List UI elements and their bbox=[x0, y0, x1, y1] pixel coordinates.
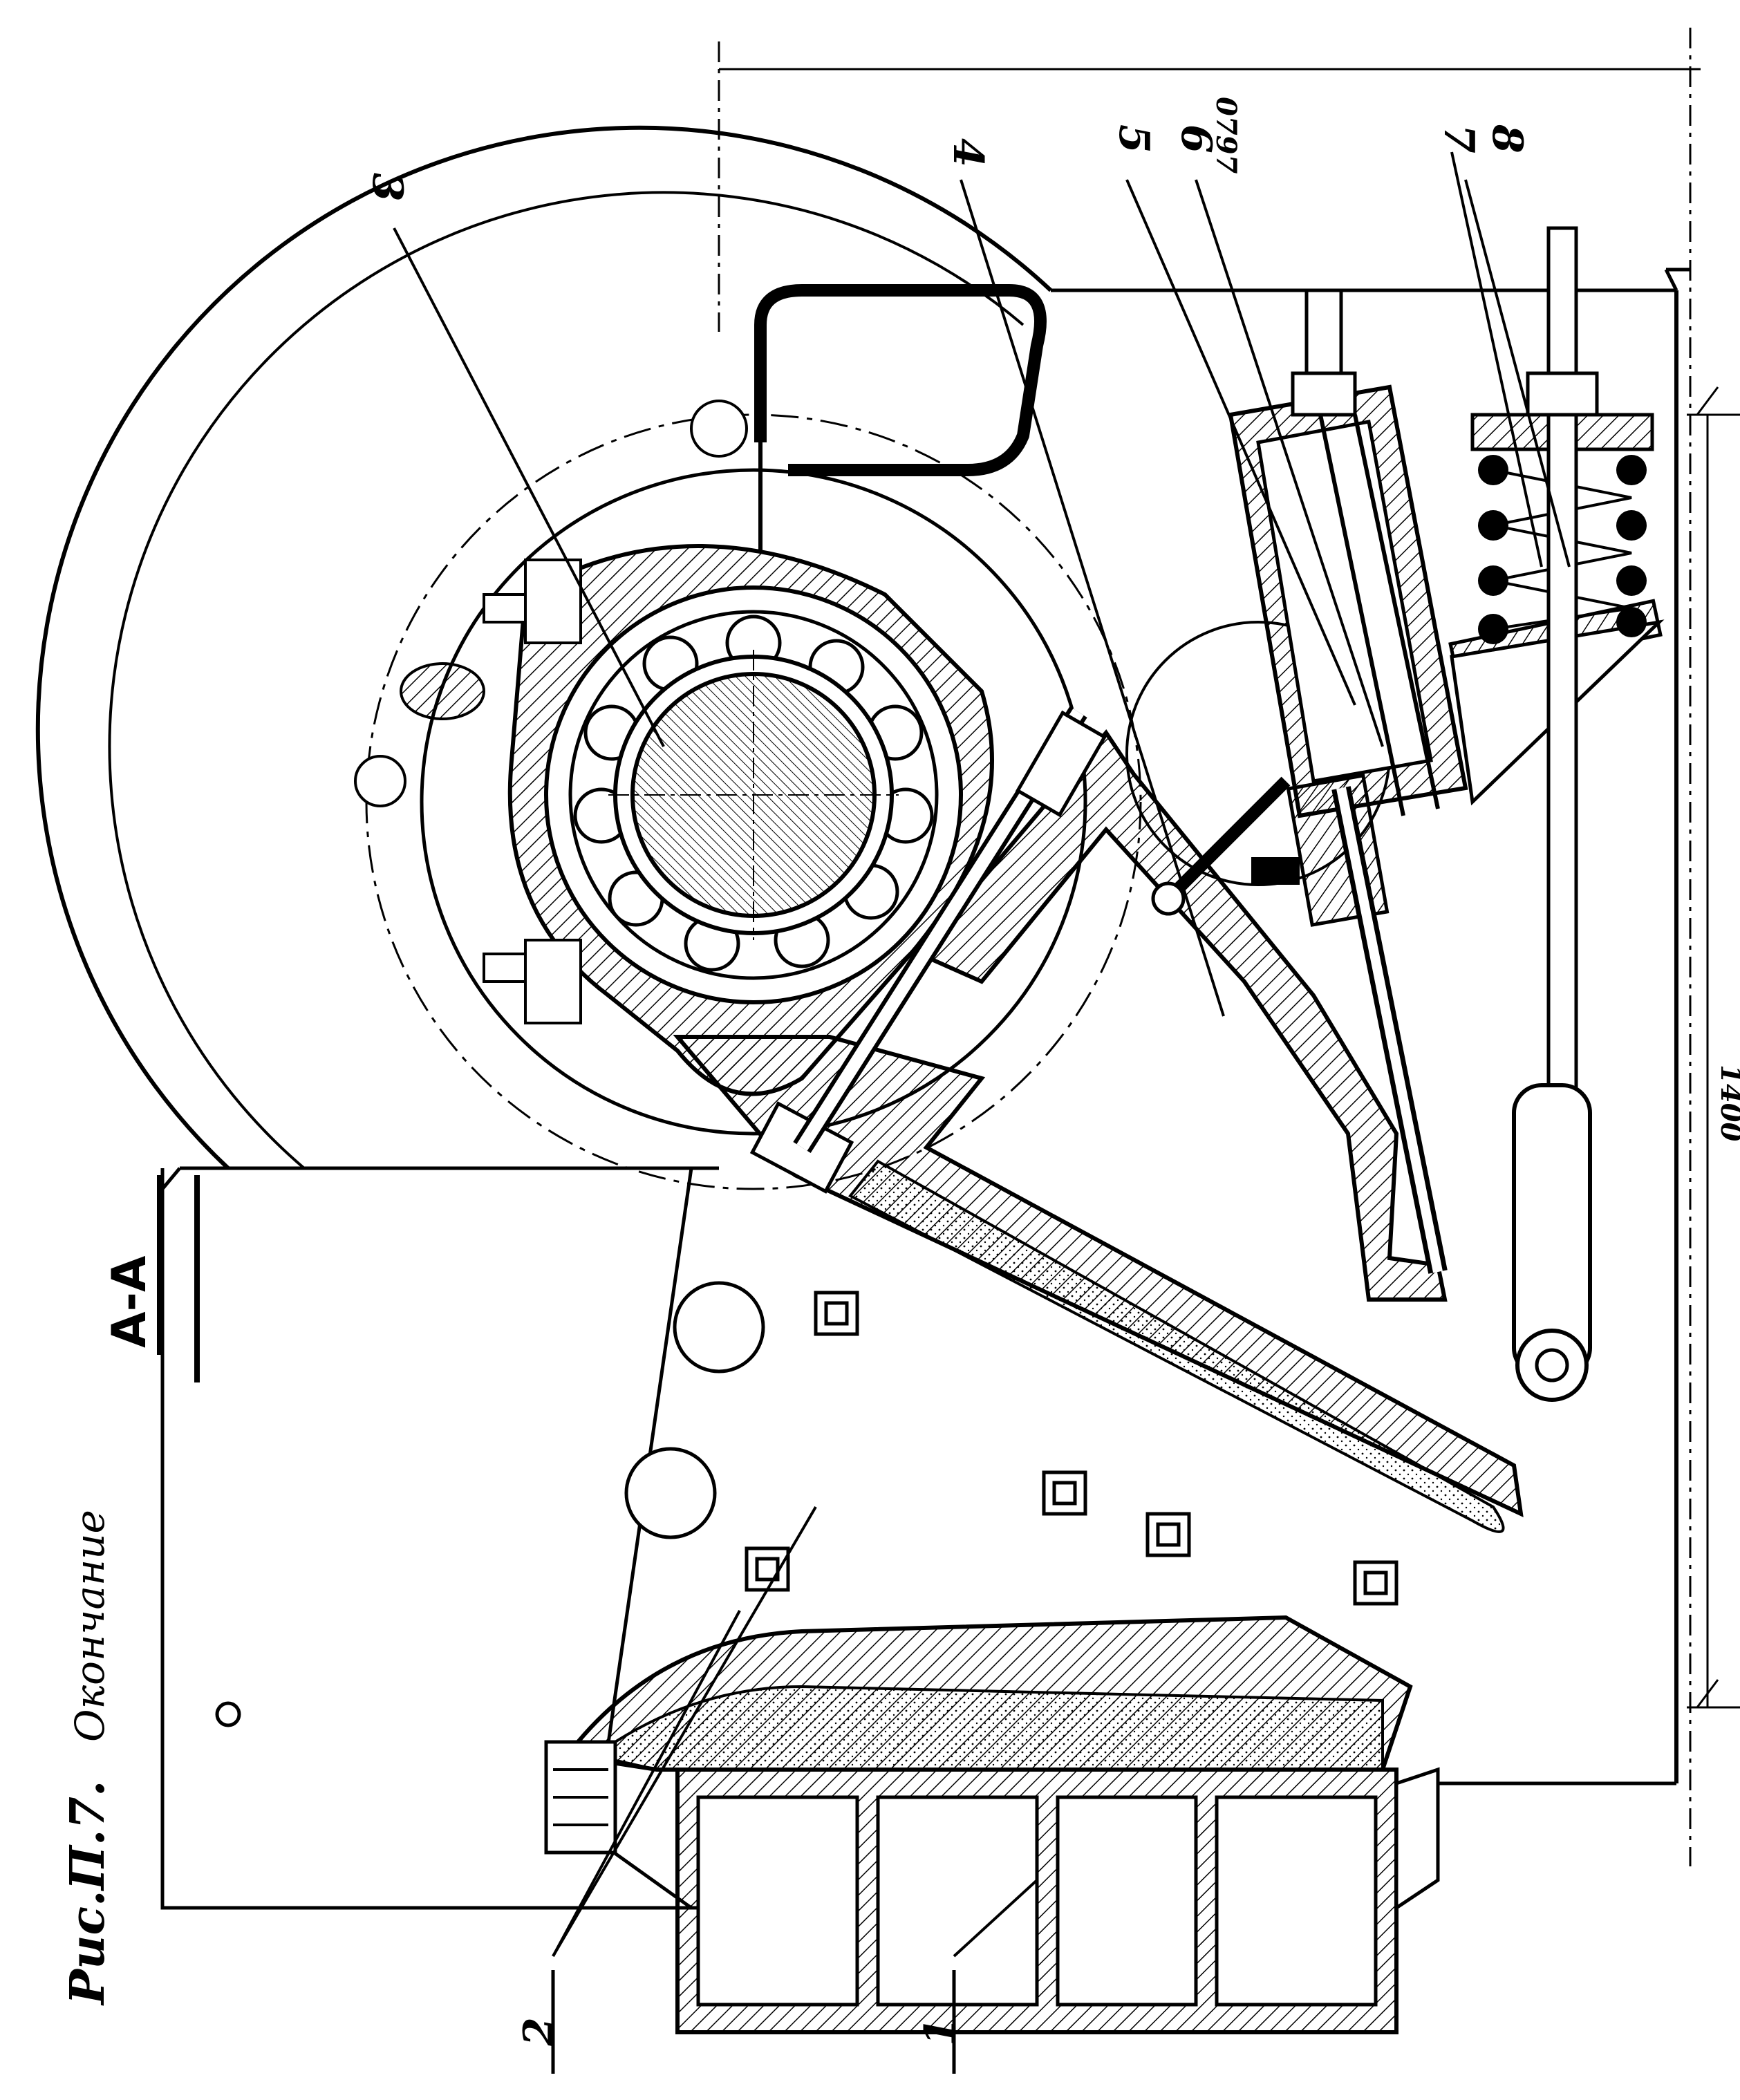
tension-spring bbox=[1448, 226, 1665, 1402]
dimension-lines bbox=[718, 28, 1740, 1866]
housing-bolts bbox=[354, 400, 748, 1024]
callout-leaders bbox=[393, 151, 1571, 1958]
adjustment-cylinder bbox=[1125, 288, 1468, 1274]
callout-8: 8 bbox=[1483, 124, 1531, 153]
dimension-top: 0797 bbox=[1210, 97, 1242, 174]
section-label: А-А bbox=[102, 1255, 157, 1348]
callout-underlines bbox=[551, 1970, 956, 2074]
frame-outline bbox=[160, 268, 1690, 1910]
fixed-jaw-liner bbox=[544, 1615, 1413, 1855]
callout-numbers: 3 4 5 6 7 8 2 1 bbox=[363, 124, 1531, 2047]
callout-4: 4 bbox=[944, 138, 992, 167]
callout-2: 2 bbox=[515, 2017, 563, 2047]
fixed-jaw-body bbox=[675, 1767, 1440, 2034]
toggle-plate-arm bbox=[793, 706, 1448, 1302]
callout-3: 3 bbox=[363, 173, 411, 202]
frame-bolt-squares bbox=[745, 1291, 1398, 1606]
callout-6: 6 bbox=[1172, 124, 1220, 153]
frame-bore-holes bbox=[215, 1281, 765, 1727]
feed-hook-pipe bbox=[754, 284, 1047, 553]
callout-7: 7 bbox=[1434, 124, 1483, 153]
callout-1: 1 bbox=[916, 2017, 964, 2046]
dimension-right: 1400 bbox=[1714, 1065, 1740, 1141]
eccentric-bearing-housing bbox=[507, 544, 994, 1096]
callout-5: 5 bbox=[1110, 124, 1158, 153]
figure-subtitle: Окончание bbox=[66, 1510, 113, 1742]
figure-caption: Рис.П.7. bbox=[60, 1780, 115, 2006]
swing-jaw bbox=[673, 1035, 1524, 1533]
